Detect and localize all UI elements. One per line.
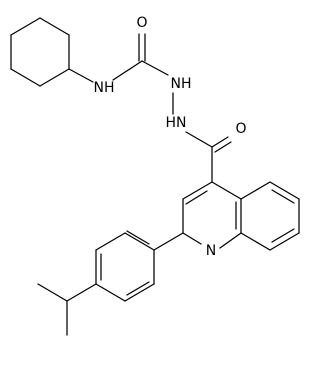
bond — [185, 190, 208, 205]
amide-nitrogen-label: NH — [94, 80, 115, 96]
bond — [271, 189, 295, 204]
bond — [269, 181, 300, 200]
bond — [214, 141, 232, 153]
bond — [37, 283, 68, 302]
oxygen-label-right: O — [235, 121, 246, 137]
bond — [126, 230, 150, 245]
bond — [112, 60, 143, 81]
bond — [182, 181, 213, 200]
bond — [153, 232, 184, 251]
bond — [240, 232, 271, 251]
bond — [39, 68, 70, 87]
bond — [211, 136, 229, 148]
bond — [68, 68, 94, 83]
bond — [66, 283, 97, 302]
bond — [10, 68, 41, 87]
bond — [185, 131, 213, 148]
bond — [182, 232, 202, 245]
bond — [219, 232, 242, 249]
bond — [124, 283, 155, 302]
bond — [39, 17, 70, 36]
bond — [240, 181, 271, 200]
bond — [271, 228, 295, 243]
bond — [141, 60, 169, 76]
bond — [126, 281, 150, 296]
bond — [10, 17, 41, 36]
bond — [124, 232, 155, 251]
isopropylphenyl-group — [37, 230, 184, 336]
bond — [269, 232, 300, 251]
atom-labels: O NH NH HN O N — [94, 15, 247, 259]
bond — [211, 181, 242, 200]
bond — [95, 232, 126, 251]
quinoline-nitrogen-label: N — [206, 243, 216, 259]
urea-hydrazide-chain — [68, 33, 232, 183]
hydrazine-nitrogen-label-1: NH — [171, 76, 192, 92]
cyclohexyl-ring — [10, 17, 70, 87]
quinoline-ring — [182, 181, 300, 251]
hydrazine-nitrogen-label-2: HN — [166, 115, 187, 131]
oxygen-label-top: O — [136, 15, 147, 31]
bond — [95, 283, 126, 302]
